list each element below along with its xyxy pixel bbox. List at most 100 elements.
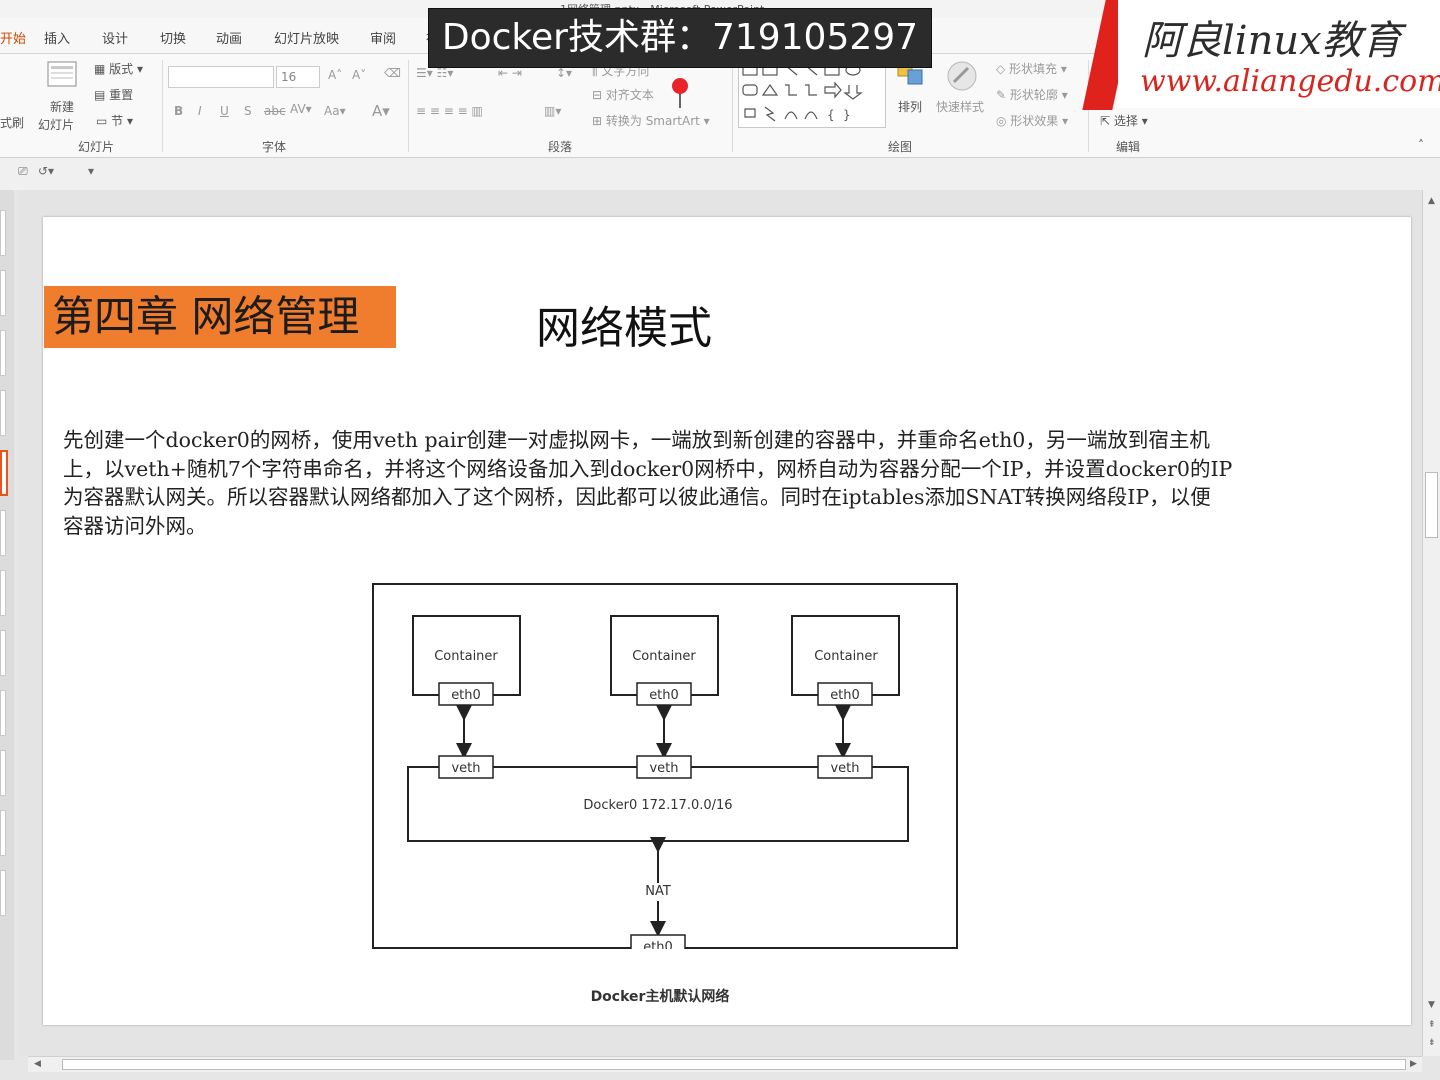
layout-button[interactable]: ▦ 版式 ▾ [94,62,144,76]
thumbnail-pane [0,190,14,1060]
shape-fill-label: 形状填充 [1009,62,1058,76]
char-spacing-icon[interactable]: AV▾ [290,102,312,116]
font-color-icon[interactable]: A▾ [372,102,390,120]
slide-title[interactable]: 网络模式 [536,303,712,354]
tab-slideshow[interactable]: 幻灯片放映 [274,32,340,47]
slide-thumbnail[interactable] [0,690,6,736]
group-banner: Docker技术群：719105297 [428,8,932,68]
eth0-label: eth0 [451,688,481,703]
divider [162,60,163,152]
shapes-gallery[interactable]: {} [738,60,886,128]
slide-thumbnail-selected[interactable] [0,450,8,496]
cursor-pin-icon [672,78,688,108]
shape-effects-button[interactable]: ◎ 形状效果 ▾ [996,114,1069,128]
align-icons[interactable]: ≡ ≡ ≡ ≡ ▥ [416,104,483,118]
network-diagram[interactable]: Container eth0 veth Container eth0 veth … [372,583,958,958]
logo-name: 阿良linux教育 [1142,18,1402,64]
scroll-up-icon[interactable]: ▲ [1428,196,1435,206]
tab-animations[interactable]: 动画 [216,32,243,47]
veth-label: veth [830,761,859,776]
tab-transitions[interactable]: 切换 [160,32,187,47]
font-name-box[interactable] [168,66,274,88]
slide-thumbnail[interactable] [0,390,6,436]
strikethrough-icon[interactable]: abc [264,104,286,118]
bridge-label: Docker0 172.17.0.0/16 [583,798,732,813]
slide-thumbnail[interactable] [0,210,6,256]
grow-font-icon[interactable]: A˄ [328,68,343,82]
scroll-right-icon[interactable]: ▶ [1410,1059,1417,1069]
prev-slide-icon[interactable]: ⇞ [1428,1020,1436,1030]
italic-icon[interactable]: I [198,104,202,118]
align-text-label: 对齐文本 [605,88,654,102]
undo-icon[interactable]: ↺▾ [38,164,55,178]
line-spacing-icon[interactable]: ↕▾ [556,66,573,80]
tab-insert[interactable]: 插入 [44,32,71,47]
diagram-caption: Docker主机默认网络 [590,989,730,1005]
shape-effects-label: 形状效果 [1010,114,1059,128]
quick-styles-button[interactable]: 快速样式 [936,100,985,114]
scroll-down-icon[interactable]: ▼ [1428,1000,1435,1010]
clear-format-icon[interactable]: ⌫ [384,66,401,80]
paragraph-group-label: 段落 [548,140,573,154]
shape-outline-button[interactable]: ✎ 形状轮廓 ▾ [996,88,1068,102]
tab-home[interactable]: 开始 [0,32,27,47]
slideshow-icon[interactable]: ⎚ [18,164,28,178]
shapes-gallery-icon: {} [742,64,863,122]
indent-icon[interactable]: ⇤ ⇥ [498,66,522,80]
columns-icon[interactable]: ▥▾ [544,104,562,118]
arrange-button[interactable]: 排列 [898,100,923,114]
bold-icon[interactable]: B [174,104,184,118]
change-case-icon[interactable]: Aa▾ [324,104,346,118]
layout-label: 版式 [109,62,134,76]
slide-thumbnail[interactable] [0,330,6,376]
reset-label: 重置 [109,88,134,102]
shape-fill-button[interactable]: ◇ 形状填充 ▾ [996,62,1067,76]
slide-thumbnail[interactable] [0,870,6,916]
host-eth0-label: eth0 [643,940,673,949]
drawing-group-label: 绘图 [888,140,913,154]
chapter-heading[interactable]: 第四章 网络管理 [44,286,396,348]
slide-thumbnail[interactable] [0,510,6,556]
shape-outline-label: 形状轮廓 [1009,88,1058,102]
font-size-box[interactable]: 16 [276,66,320,88]
underline-icon[interactable]: U [220,104,229,118]
section-button[interactable]: ▭ 节 ▾ [96,114,134,128]
tab-review[interactable]: 审阅 [370,32,397,47]
customize-qat-icon[interactable]: ▾ [88,164,95,178]
veth-label: veth [451,761,480,776]
container-label: Container [434,649,498,664]
convert-smartart-button[interactable]: ⊞ 转换为 SmartArt ▾ [592,114,710,128]
body-line: 为容器默认网关。所以容器默认网络都加入了这个网桥，因此都可以彼此通信。同时在ip… [63,485,1211,509]
section-label: 节 [111,114,124,128]
container-label: Container [632,649,696,664]
body-line: 先创建一个docker0的网桥，使用veth pair创建一对虚拟网卡，一端放到… [63,428,1210,452]
nat-label: NAT [645,884,671,899]
format-painter-button[interactable]: 式刷 [0,116,25,130]
select-button[interactable]: ⇱ 选择 ▾ [1100,114,1148,128]
slides-group-label: 幻灯片 [78,140,115,154]
slide-thumbnail[interactable] [0,270,6,316]
font-group-label: 字体 [262,140,287,154]
horizontal-scroll-thumb[interactable] [62,1059,1406,1070]
slide-thumbnail[interactable] [0,630,6,676]
shadow-icon[interactable]: S [244,104,252,118]
scroll-left-icon[interactable]: ◀ [34,1059,41,1069]
reset-button[interactable]: ▤ 重置 [94,88,134,102]
horizontal-scrollbar[interactable]: ◀ ▶ [28,1056,1422,1072]
quick-styles-icon [947,61,977,91]
shrink-font-icon[interactable]: A˅ [352,68,367,82]
slide-thumbnail[interactable] [0,750,6,796]
bullets-icon[interactable]: ☰▾ ☷▾ [416,66,454,80]
new-slide-button[interactable]: 新建 [50,100,75,114]
vertical-scroll-thumb[interactable] [1425,472,1438,538]
slide-thumbnail[interactable] [0,810,6,856]
slide-body-text[interactable]: 先创建一个docker0的网桥，使用veth pair创建一对虚拟网卡，一端放到… [63,426,1319,540]
tab-design[interactable]: 设计 [102,32,129,47]
eth0-label: eth0 [830,688,860,703]
new-slide-label-2[interactable]: 幻灯片 [38,118,75,132]
align-text-button[interactable]: ⊟ 对齐文本 [592,88,654,102]
next-slide-icon[interactable]: ⇟ [1428,1038,1436,1048]
collapse-ribbon-icon[interactable]: ˄ [1418,138,1424,152]
slide-thumbnail[interactable] [0,570,6,616]
vertical-scrollbar[interactable]: ▲ ▼ ⇞ ⇟ [1422,190,1440,1056]
